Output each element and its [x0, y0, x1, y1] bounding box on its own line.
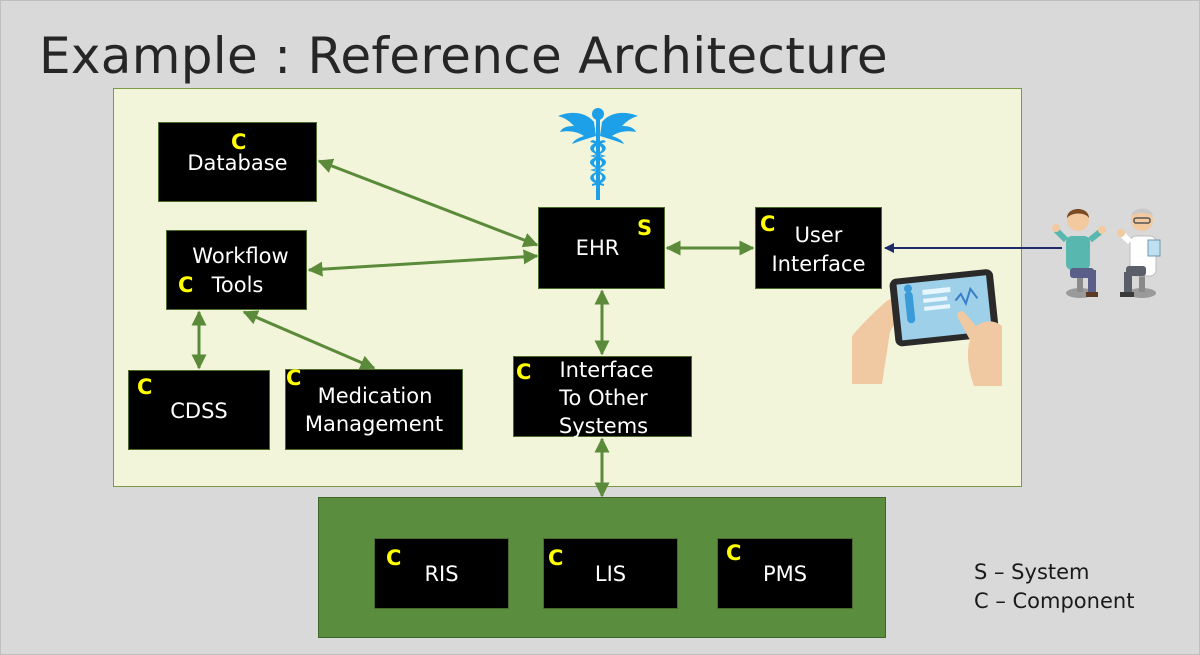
- lis-box: C LIS: [543, 538, 678, 609]
- component-marker: C: [231, 130, 247, 154]
- ehr-label: EHR: [575, 236, 620, 260]
- medication-label-line2: Management: [304, 412, 444, 436]
- component-marker: C: [178, 273, 194, 297]
- ris-label: RIS: [424, 562, 459, 586]
- pms-box: C PMS: [717, 538, 853, 609]
- lis-label: LIS: [594, 562, 627, 586]
- legend: S – System C – Component: [974, 558, 1134, 616]
- caduceus-icon: [558, 108, 638, 200]
- ehr-box: EHR S: [538, 207, 665, 289]
- system-marker: S: [637, 216, 653, 240]
- tablet-icon: [852, 269, 1002, 386]
- component-marker: C: [386, 546, 402, 570]
- workflow-tools-box: Workflow C Tools: [166, 230, 307, 310]
- component-marker: C: [286, 366, 302, 390]
- interface-other-label-line1: Interface: [559, 358, 654, 382]
- database-box: C Database: [158, 122, 317, 202]
- user-interface-label-line1: User: [794, 223, 843, 247]
- workflow-label-line2: Tools: [211, 273, 264, 297]
- legend-system: S – System: [974, 560, 1090, 584]
- database-label: Database: [187, 151, 288, 175]
- component-marker: C: [548, 546, 564, 570]
- interface-to-other-systems-box: C Interface To Other Systems: [513, 356, 692, 438]
- component-marker: C: [516, 360, 532, 384]
- arrow-workflow-medication: [242, 310, 376, 370]
- user-interface-box: C User Interface: [755, 207, 882, 289]
- medication-label-line1: Medication: [317, 384, 433, 408]
- interface-other-label-line3: Systems: [558, 414, 649, 438]
- pms-label: PMS: [762, 562, 808, 586]
- ris-box: C RIS: [374, 538, 509, 609]
- arrow-database-ehr: [317, 158, 539, 248]
- cdss-label: CDSS: [170, 399, 228, 423]
- interface-other-label-line2: To Other: [559, 386, 648, 410]
- page-title: Example : Reference Architecture: [39, 27, 888, 85]
- legend-component: C – Component: [974, 589, 1135, 613]
- component-marker: C: [760, 212, 776, 236]
- component-marker: C: [726, 541, 742, 565]
- medication-management-box: C Medication Management: [285, 366, 463, 450]
- component-marker: C: [137, 375, 153, 399]
- people-icon: [1052, 208, 1161, 298]
- arrow-workflow-ehr: [307, 249, 539, 277]
- workflow-label-line1: Workflow: [192, 244, 289, 268]
- cdss-box: C CDSS: [128, 370, 270, 450]
- user-interface-label-line2: Interface: [771, 252, 866, 276]
